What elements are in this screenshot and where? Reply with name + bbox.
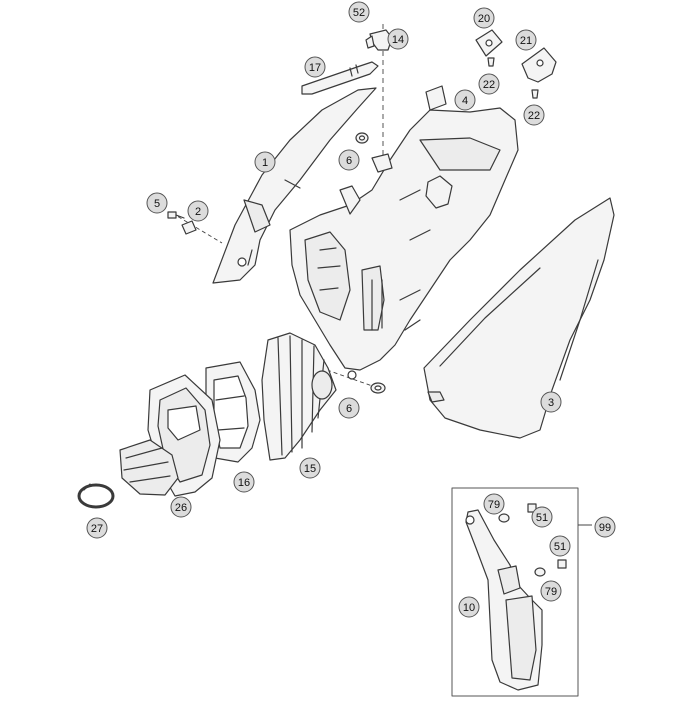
callout-16: 16 <box>233 471 255 493</box>
callout-label: 79 <box>545 586 557 598</box>
callout-circle <box>540 391 562 413</box>
callout-label: 21 <box>520 35 532 47</box>
callout-label: 15 <box>304 463 316 475</box>
bracket-20-part <box>475 29 503 67</box>
callout-label: 3 <box>548 397 554 409</box>
callout-label: 14 <box>392 34 404 46</box>
callout-label: 6 <box>346 155 352 167</box>
callout-label: 51 <box>554 541 566 553</box>
callout-26: 26 <box>170 496 192 518</box>
callout-circle <box>515 29 537 51</box>
callout-79: 79 <box>540 580 562 602</box>
number-plate-part <box>423 197 615 439</box>
callout-label: 99 <box>599 522 611 534</box>
callout-6: 6 <box>338 149 360 171</box>
callout-label: 52 <box>353 7 365 19</box>
callout-17: 17 <box>304 56 326 78</box>
callout-circle <box>233 471 255 493</box>
callout-circle <box>458 596 480 618</box>
parts-kit-box <box>451 487 579 697</box>
callout-label: 4 <box>462 95 468 107</box>
callout-circle <box>170 496 192 518</box>
screw-part <box>167 211 185 219</box>
callout-circle <box>523 104 545 126</box>
callout-circle <box>549 535 571 557</box>
callout-52: 52 <box>348 1 370 23</box>
callout-label: 1 <box>262 157 268 169</box>
callout-circle <box>594 516 616 538</box>
callout-circle <box>348 1 370 23</box>
callout-label: 22 <box>528 110 540 122</box>
grommet-part <box>355 132 386 394</box>
callout-22: 22 <box>523 104 545 126</box>
clip-part <box>365 29 393 51</box>
callout-label: 79 <box>488 499 500 511</box>
air-filter-part <box>119 374 221 497</box>
callout-label: 26 <box>175 502 187 514</box>
callout-label: 20 <box>478 13 490 25</box>
callout-circle <box>338 397 360 419</box>
callout-circle <box>86 517 108 539</box>
callout-22: 22 <box>478 73 500 95</box>
callout-2: 2 <box>187 200 209 222</box>
callout-circle <box>540 580 562 602</box>
callout-99: 99 <box>594 516 616 538</box>
callout-label: 2 <box>195 206 201 218</box>
callout-51: 51 <box>531 506 553 528</box>
callout-label: 27 <box>91 523 103 535</box>
callout-6: 6 <box>338 397 360 419</box>
callout-circle <box>473 7 495 29</box>
callout-3: 3 <box>540 391 562 413</box>
callout-circle <box>531 506 553 528</box>
callout-circle <box>146 192 168 214</box>
filter-cover-part <box>465 509 543 691</box>
callout-label: 17 <box>309 62 321 74</box>
callout-circle <box>254 151 276 173</box>
callout-circle <box>387 28 409 50</box>
hose-clamp-part <box>77 483 115 509</box>
callout-51: 51 <box>549 535 571 557</box>
callout-circle <box>299 457 321 479</box>
callout-label: 51 <box>536 512 548 524</box>
callout-circle <box>478 73 500 95</box>
callout-circle <box>338 149 360 171</box>
callout-21: 21 <box>515 29 537 51</box>
bracket-21-part <box>521 47 557 99</box>
callout-label: 10 <box>463 602 475 614</box>
callout-15: 15 <box>299 457 321 479</box>
filter-cage-part <box>261 332 337 461</box>
washer-part <box>181 220 197 235</box>
callout-circle <box>483 493 505 515</box>
callout-20: 20 <box>473 7 495 29</box>
callout-label: 16 <box>238 477 250 489</box>
callout-label: 6 <box>346 403 352 415</box>
callout-label: 5 <box>154 198 160 210</box>
callout-79: 79 <box>483 493 505 515</box>
kit-hardware-part <box>498 503 567 577</box>
callout-1: 1 <box>254 151 276 173</box>
callout-4: 4 <box>454 89 476 111</box>
callout-27: 27 <box>86 517 108 539</box>
airbox-housing-part <box>289 85 519 380</box>
callout-5: 5 <box>146 192 168 214</box>
callout-circle <box>187 200 209 222</box>
callout-label: 22 <box>483 79 495 91</box>
callout-10: 10 <box>458 596 480 618</box>
callout-circle <box>304 56 326 78</box>
callout-14: 14 <box>387 28 409 50</box>
strap-part <box>301 61 379 95</box>
callout-circle <box>454 89 476 111</box>
